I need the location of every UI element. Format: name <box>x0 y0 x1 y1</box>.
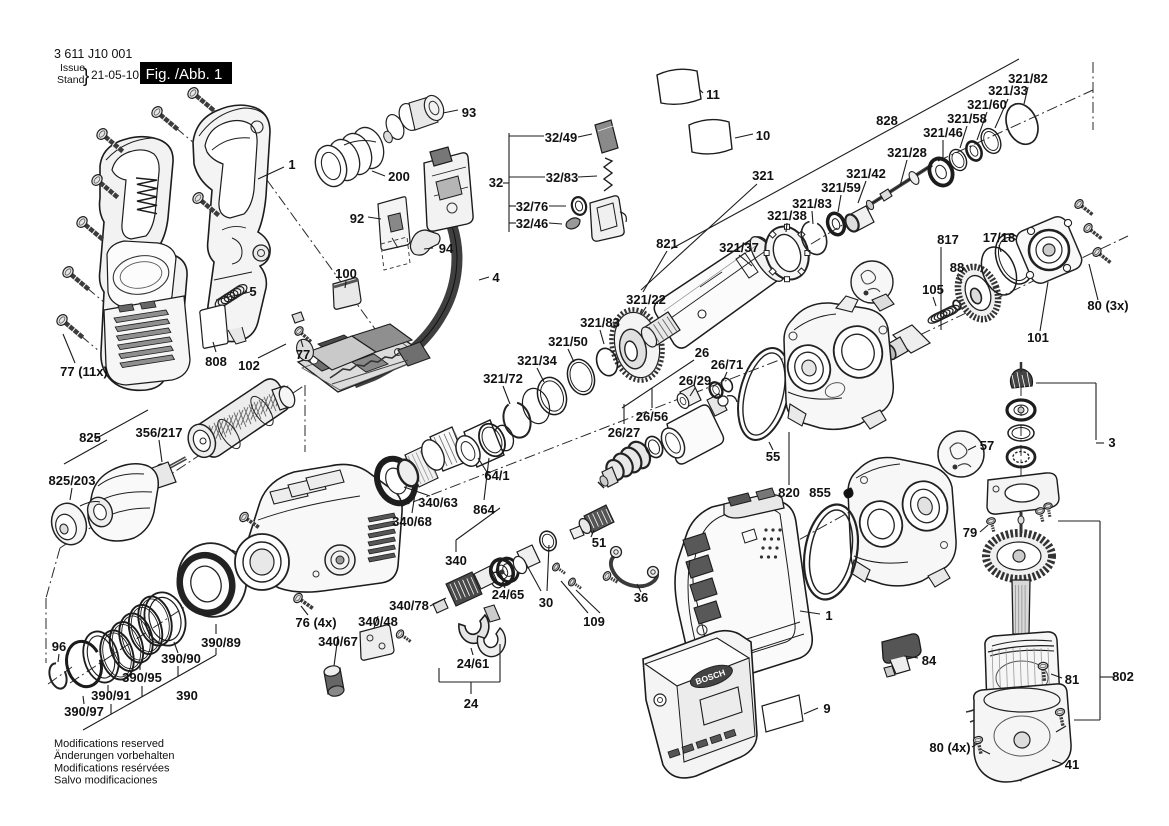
svg-text:36: 36 <box>634 590 648 605</box>
svg-text:26/29: 26/29 <box>679 373 712 388</box>
svg-text:340/67: 340/67 <box>318 634 358 649</box>
svg-text:24: 24 <box>464 696 479 711</box>
svg-text:26: 26 <box>695 345 709 360</box>
svg-text:41: 41 <box>1065 757 1079 772</box>
svg-text:11: 11 <box>706 87 720 102</box>
svg-text:}: } <box>83 66 89 87</box>
svg-text:321/38: 321/38 <box>767 208 807 223</box>
svg-text:26/71: 26/71 <box>711 357 744 372</box>
svg-text:340/78: 340/78 <box>389 598 429 613</box>
svg-text:821: 821 <box>656 236 678 251</box>
svg-text:808: 808 <box>205 354 227 369</box>
svg-text:5: 5 <box>249 284 256 299</box>
svg-text:84: 84 <box>922 653 937 668</box>
svg-text:Modifications reserved: Modifications reserved <box>54 738 164 750</box>
svg-text:1: 1 <box>825 608 832 623</box>
svg-text:820: 820 <box>778 485 800 500</box>
svg-text:390: 390 <box>176 688 198 703</box>
svg-text:77: 77 <box>296 347 310 362</box>
svg-text:102: 102 <box>238 358 260 373</box>
svg-text:390/97: 390/97 <box>64 704 104 719</box>
svg-text:356/217: 356/217 <box>136 425 183 440</box>
svg-text:340: 340 <box>445 553 467 568</box>
svg-text:80 (4x): 80 (4x) <box>929 740 970 755</box>
svg-text:24/65: 24/65 <box>492 587 525 602</box>
svg-text:321/83: 321/83 <box>792 196 832 211</box>
svg-text:101: 101 <box>1027 330 1049 345</box>
svg-text:Stand: Stand <box>57 74 85 86</box>
svg-text:Salvo modificaciones: Salvo modificaciones <box>54 775 158 787</box>
svg-text:79: 79 <box>963 525 977 540</box>
svg-text:57: 57 <box>980 438 994 453</box>
svg-text:321/33: 321/33 <box>988 83 1028 98</box>
svg-text:817: 817 <box>937 232 959 247</box>
svg-text:340/68: 340/68 <box>392 514 432 529</box>
svg-text:321/28: 321/28 <box>887 145 927 160</box>
svg-text:855: 855 <box>809 485 831 500</box>
svg-text:32: 32 <box>489 175 503 190</box>
svg-text:864: 864 <box>473 502 495 517</box>
svg-text:802: 802 <box>1112 669 1134 684</box>
svg-text:32/83: 32/83 <box>546 170 579 185</box>
svg-text:55: 55 <box>766 449 780 464</box>
svg-text:88: 88 <box>950 260 964 275</box>
svg-text:825: 825 <box>79 430 101 445</box>
svg-text:321: 321 <box>752 168 774 183</box>
svg-text:Änderungen vorbehalten: Änderungen vorbehalten <box>54 750 174 762</box>
svg-text:26/27: 26/27 <box>608 425 641 440</box>
svg-text:21-05-10: 21-05-10 <box>91 68 139 82</box>
svg-text:Fig. /Abb. 1: Fig. /Abb. 1 <box>146 66 223 83</box>
svg-text:105: 105 <box>922 282 944 297</box>
svg-text:390/91: 390/91 <box>91 688 131 703</box>
svg-text:26/56: 26/56 <box>636 409 669 424</box>
svg-text:390/95: 390/95 <box>122 670 162 685</box>
svg-text:3: 3 <box>1108 435 1115 450</box>
svg-text:93: 93 <box>462 105 476 120</box>
svg-text:321/46: 321/46 <box>923 125 963 140</box>
svg-text:81: 81 <box>1065 672 1079 687</box>
svg-text:321/59: 321/59 <box>821 180 861 195</box>
svg-text:32/49: 32/49 <box>545 130 578 145</box>
svg-text:Issue: Issue <box>60 62 85 74</box>
svg-text:17/18: 17/18 <box>983 230 1016 245</box>
svg-text:321/34: 321/34 <box>517 353 558 368</box>
svg-text:1: 1 <box>288 157 295 172</box>
svg-text:32/76: 32/76 <box>516 199 549 214</box>
svg-text:390/90: 390/90 <box>161 651 201 666</box>
svg-text:Modifications resérvées: Modifications resérvées <box>54 762 170 774</box>
svg-text:321/82: 321/82 <box>1008 71 1048 86</box>
svg-text:3 611 J10 001: 3 611 J10 001 <box>54 47 132 61</box>
svg-text:4: 4 <box>492 270 500 285</box>
svg-text:51: 51 <box>592 535 606 550</box>
svg-text:30: 30 <box>539 595 553 610</box>
svg-text:390/89: 390/89 <box>201 635 241 650</box>
svg-text:321/83: 321/83 <box>580 315 620 330</box>
svg-text:321/50: 321/50 <box>548 334 588 349</box>
svg-text:825/203: 825/203 <box>49 473 96 488</box>
svg-text:94: 94 <box>439 241 454 256</box>
svg-text:321/72: 321/72 <box>483 371 523 386</box>
svg-text:100: 100 <box>335 266 357 281</box>
svg-text:321/37: 321/37 <box>719 240 759 255</box>
svg-text:321/58: 321/58 <box>947 111 987 126</box>
svg-text:340/63: 340/63 <box>418 495 458 510</box>
svg-text:77 (11x): 77 (11x) <box>60 364 108 379</box>
svg-text:96: 96 <box>52 639 66 654</box>
svg-text:9: 9 <box>823 701 830 716</box>
svg-text:24/61: 24/61 <box>457 656 490 671</box>
svg-text:828: 828 <box>876 113 898 128</box>
svg-text:80 (3x): 80 (3x) <box>1087 298 1128 313</box>
svg-text:321/22: 321/22 <box>626 292 666 307</box>
svg-text:321/60: 321/60 <box>967 97 1007 112</box>
svg-text:340/48: 340/48 <box>358 614 398 629</box>
svg-text:76 (4x): 76 (4x) <box>295 615 336 630</box>
svg-text:109: 109 <box>583 614 605 629</box>
svg-text:32/46: 32/46 <box>516 216 549 231</box>
svg-text:92: 92 <box>350 211 364 226</box>
svg-text:321/42: 321/42 <box>846 166 886 181</box>
svg-text:10: 10 <box>756 128 770 143</box>
svg-text:64/1: 64/1 <box>484 468 509 483</box>
svg-text:200: 200 <box>388 169 410 184</box>
